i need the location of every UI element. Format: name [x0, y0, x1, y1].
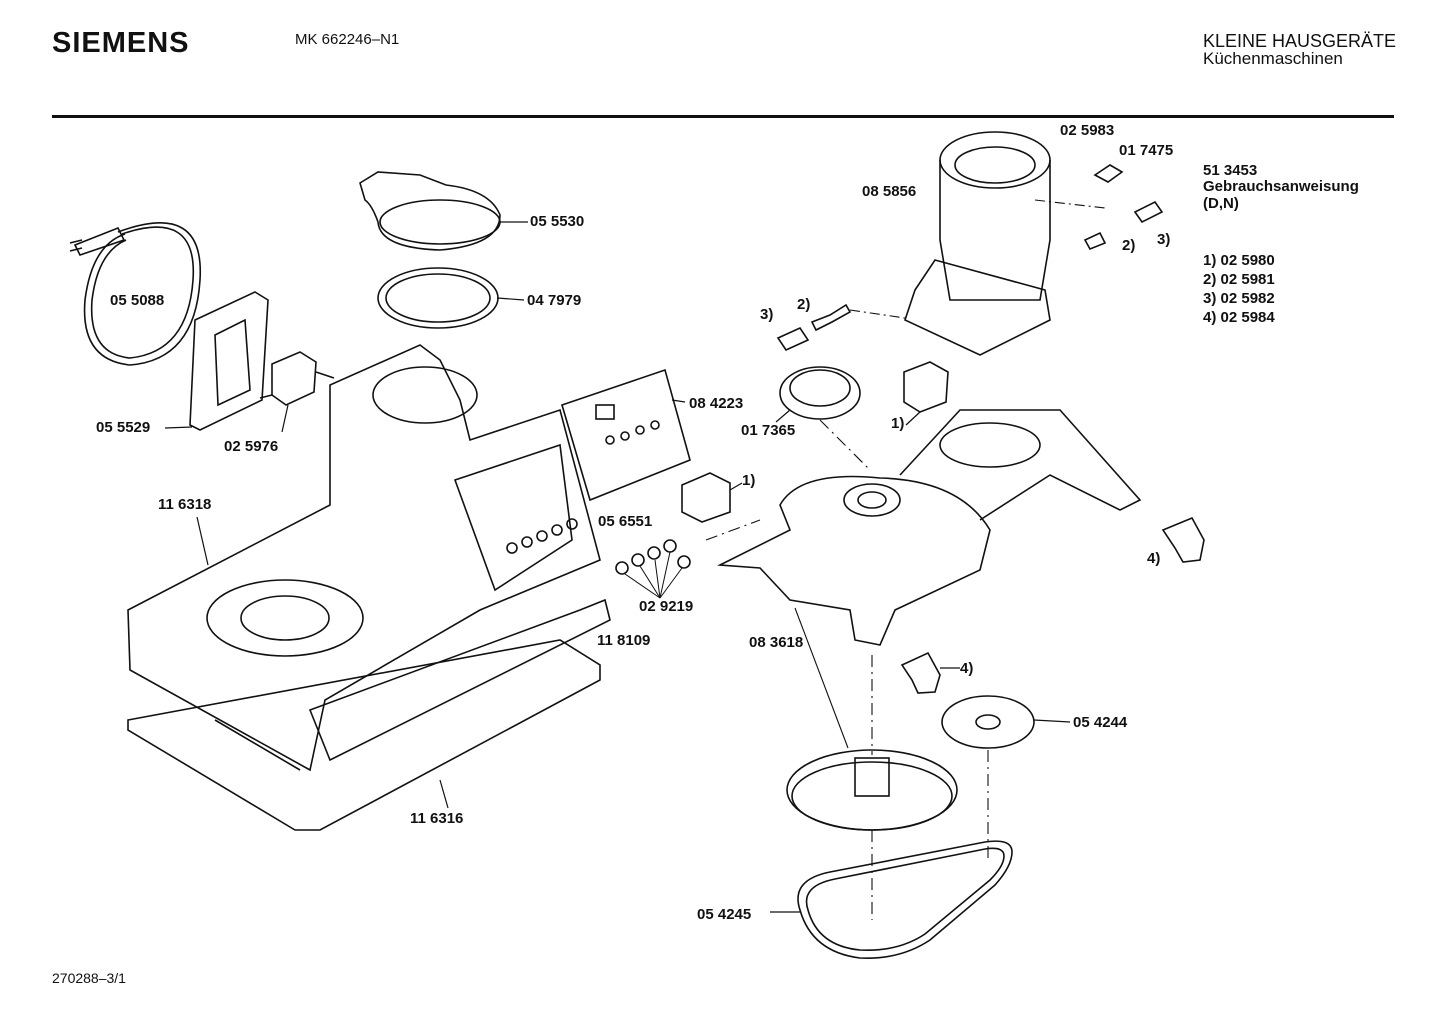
legend-item-1: 1) 02 5980: [1203, 252, 1275, 269]
legend-item-2: 2) 02 5981: [1203, 271, 1275, 288]
label-switch: 02 5976: [224, 438, 279, 455]
subcategory-title: Küchenmaschinen: [1203, 49, 1343, 68]
callout-brush-right: 3): [1157, 231, 1171, 248]
pulley-part: [786, 749, 958, 831]
label-lid: 05 5530: [530, 213, 585, 230]
drive-belt-part: [770, 840, 1013, 959]
label-motor: 08 5856: [862, 183, 917, 200]
document-languages: (D,N): [1203, 195, 1239, 212]
fan-part: [941, 695, 1071, 749]
switch-part: [259, 351, 335, 433]
label-power-cord: 05 5088: [110, 292, 165, 309]
label-drive-belt: 05 4245: [697, 906, 752, 923]
gear-housing-part: [717, 409, 1142, 749]
bearing-ring-part: [775, 366, 861, 423]
main-housing-part: [127, 344, 611, 772]
cord-holder-part: [164, 291, 269, 431]
foot-cap-lower: [900, 651, 960, 694]
relay-part-upper: [903, 361, 949, 426]
base-plate-part: [127, 639, 601, 831]
label-main-housing: 11 6318: [158, 496, 212, 513]
document-number: 51 3453: [1203, 162, 1258, 179]
label-knob-set: 02 9219: [639, 598, 694, 615]
callout-brush-left: 3): [760, 306, 774, 323]
label-control-panel: 05 6551: [598, 513, 653, 530]
category-title: KLEINE HAUSGERÄTE: [1203, 31, 1397, 51]
lid-part: [359, 171, 528, 251]
legend-item-3: 3) 02 5982: [1203, 290, 1275, 307]
label-bearing-ring: 01 7365: [741, 422, 796, 439]
control-pcb-part: [561, 368, 691, 502]
label-gasket-ring: 04 7979: [527, 292, 582, 309]
brand-logo: SIEMENS: [52, 27, 190, 59]
callout-spring-left: 2): [797, 296, 811, 313]
power-cord-part: [69, 222, 202, 366]
callout-relay-lower: 1): [742, 472, 756, 489]
label-gear-housing: 08 3618: [749, 634, 804, 651]
callout-relay-upper: 1): [891, 415, 905, 432]
legend-item-4: 4) 02 5984: [1203, 309, 1275, 326]
callout-foot-cap-upper: 4): [1147, 550, 1161, 567]
label-coupling: 01 7475: [1119, 142, 1174, 159]
gasket-ring-part: [377, 267, 525, 329]
label-cord-holder: 05 5529: [96, 419, 151, 436]
label-front-panel: 11 8109: [597, 632, 651, 649]
brush-left-part: [776, 303, 906, 352]
model-number: MK 662246–N1: [295, 31, 400, 48]
assembly-axis-lines: [705, 419, 989, 920]
label-washer: 02 5983: [1060, 122, 1115, 139]
label-control-pcb: 08 4223: [689, 395, 744, 412]
foot-cap-upper: [1161, 516, 1205, 563]
brush-right-part: [1083, 164, 1164, 251]
knob-set-part: [615, 539, 691, 599]
relay-part-lower: [681, 472, 743, 523]
label-base-plate: 11 6316: [410, 810, 464, 827]
document-title: Gebrauchsanweisung: [1203, 178, 1359, 195]
motor-part: [904, 131, 1106, 356]
label-fan: 05 4244: [1073, 714, 1128, 731]
drawing-code: 270288–3/1: [52, 970, 126, 986]
header-rule: [52, 115, 1394, 118]
callout-spring-right: 2): [1122, 237, 1136, 254]
control-buttons: [506, 518, 578, 554]
callout-foot-cap-lower: 4): [960, 660, 974, 677]
